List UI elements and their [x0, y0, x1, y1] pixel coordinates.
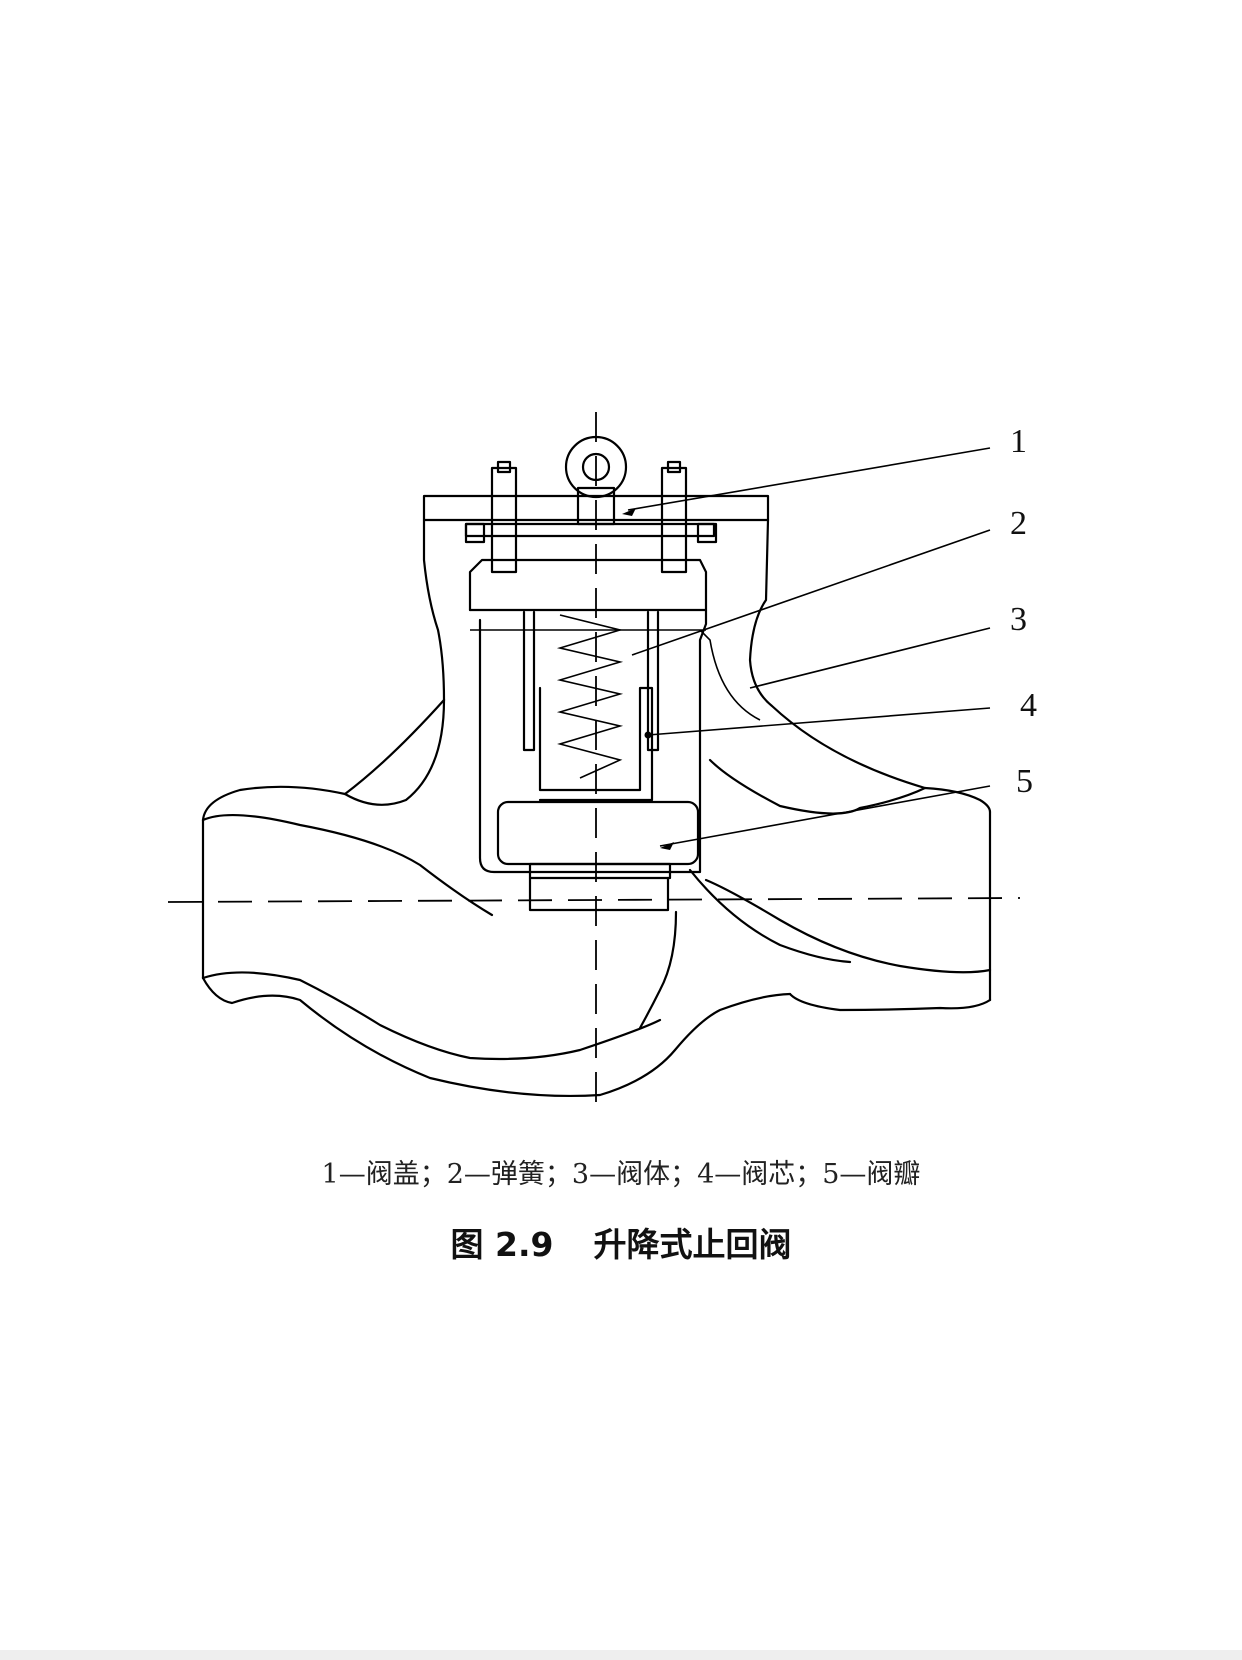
- page-bottom-edge: [0, 1650, 1242, 1660]
- callout-leaders: [622, 447, 991, 850]
- callout-2: 2: [1010, 505, 1027, 542]
- callout-3: 3: [1010, 601, 1027, 638]
- valve-core: [496, 686, 700, 912]
- bonnet-chamber: [468, 558, 761, 874]
- parts-legend: 1—阀盖；2—弹簧；3—阀体；4—阀芯；5—阀瓣: [321, 1159, 921, 1190]
- figure-caption: 图 2.9 升降式止回阀: [0, 1218, 1242, 1266]
- callout-4: 4: [1020, 687, 1037, 724]
- spring: [522, 610, 660, 779]
- figure-title: 升降式止回阀: [593, 1225, 792, 1264]
- figure-number: 图 2.9: [450, 1225, 554, 1264]
- valve-body: [201, 494, 992, 1098]
- bonnet-cover: [464, 435, 718, 574]
- callout-1: 1: [1010, 423, 1027, 460]
- callout-5: 5: [1016, 763, 1033, 800]
- horizontal-centerline: [167, 897, 1021, 903]
